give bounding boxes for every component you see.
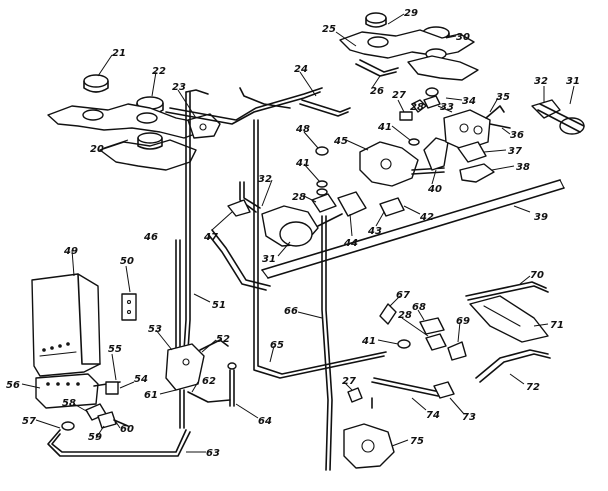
label-44: 44 bbox=[343, 238, 358, 249]
label-31b: 31 bbox=[262, 254, 276, 265]
tube-51 bbox=[175, 239, 211, 355]
label-41c: 41 bbox=[361, 336, 376, 347]
label-52: 52 bbox=[216, 334, 230, 345]
tube-61-62-64 bbox=[159, 362, 259, 429]
tube-66 bbox=[297, 215, 333, 471]
label-58: 58 bbox=[62, 398, 76, 409]
label-43: 43 bbox=[367, 226, 382, 237]
label-28c: 28 bbox=[398, 310, 412, 321]
label-20: 20 bbox=[90, 144, 104, 155]
bottom-right-parts bbox=[343, 275, 551, 469]
label-27: 27 bbox=[392, 90, 406, 101]
label-63: 63 bbox=[206, 448, 220, 459]
label-51: 51 bbox=[212, 300, 226, 311]
label-29: 29 bbox=[404, 8, 418, 19]
label-70: 70 bbox=[530, 270, 544, 281]
label-69: 69 bbox=[456, 316, 470, 327]
label-61: 61 bbox=[144, 390, 158, 401]
label-64: 64 bbox=[258, 416, 272, 427]
label-37: 37 bbox=[508, 146, 522, 157]
label-38: 38 bbox=[516, 162, 530, 173]
manifold-52-53 bbox=[155, 329, 229, 391]
label-41a: 41 bbox=[377, 122, 392, 133]
label-46: 46 bbox=[143, 232, 158, 243]
label-75: 75 bbox=[410, 436, 424, 447]
label-22: 22 bbox=[152, 66, 166, 77]
label-32a: 32 bbox=[534, 76, 548, 87]
label-66: 66 bbox=[284, 306, 298, 317]
label-50: 50 bbox=[120, 256, 134, 267]
tube-63 bbox=[35, 403, 206, 457]
label-67: 67 bbox=[396, 290, 410, 301]
valve-cluster-right bbox=[345, 85, 585, 187]
tube-65 bbox=[253, 119, 387, 379]
label-24: 24 bbox=[294, 64, 308, 75]
label-41b: 41 bbox=[295, 158, 310, 169]
label-42: 42 bbox=[419, 212, 434, 223]
label-31a: 31 bbox=[566, 76, 580, 87]
label-47: 47 bbox=[203, 232, 218, 243]
label-48a: 48 bbox=[295, 124, 310, 135]
label-34: 34 bbox=[462, 96, 476, 107]
label-39: 39 bbox=[534, 212, 548, 223]
label-74: 74 bbox=[426, 410, 440, 421]
burner-56 bbox=[21, 353, 135, 409]
label-23: 23 bbox=[172, 82, 186, 93]
burner-assembly-left bbox=[47, 54, 221, 171]
heat-shield-49 bbox=[31, 249, 101, 377]
label-59: 59 bbox=[88, 432, 102, 443]
part-labels: 21 22 23 20 24 25 29 30 26 27 28 33 34 3… bbox=[6, 8, 580, 459]
label-55: 55 bbox=[108, 344, 122, 355]
label-35: 35 bbox=[496, 92, 510, 103]
label-71: 71 bbox=[550, 320, 564, 331]
label-27b: 27 bbox=[342, 376, 356, 387]
label-32b: 32 bbox=[258, 174, 272, 185]
label-65: 65 bbox=[270, 340, 284, 351]
label-62: 62 bbox=[202, 376, 216, 387]
label-49: 49 bbox=[63, 246, 78, 257]
label-25: 25 bbox=[322, 24, 336, 35]
label-40: 40 bbox=[427, 184, 442, 195]
label-26: 26 bbox=[370, 86, 384, 97]
bracket-50 bbox=[121, 265, 137, 321]
label-73: 73 bbox=[462, 412, 476, 423]
label-36: 36 bbox=[510, 130, 524, 141]
rail-39 bbox=[261, 179, 565, 279]
label-54: 54 bbox=[134, 374, 148, 385]
label-60: 60 bbox=[120, 424, 134, 435]
burner-assembly-right bbox=[335, 12, 479, 89]
label-57: 57 bbox=[22, 416, 36, 427]
label-56: 56 bbox=[6, 380, 20, 391]
label-53: 53 bbox=[148, 324, 162, 335]
label-72: 72 bbox=[526, 382, 540, 393]
tube-48-vertical bbox=[183, 89, 209, 351]
label-21: 21 bbox=[112, 48, 126, 59]
label-30: 30 bbox=[456, 32, 470, 43]
label-45: 45 bbox=[333, 136, 348, 147]
label-28a: 28 bbox=[410, 102, 424, 113]
label-28b: 28 bbox=[292, 192, 306, 203]
tube-24 bbox=[165, 71, 351, 125]
label-33: 33 bbox=[440, 102, 454, 113]
label-68: 68 bbox=[412, 302, 426, 313]
